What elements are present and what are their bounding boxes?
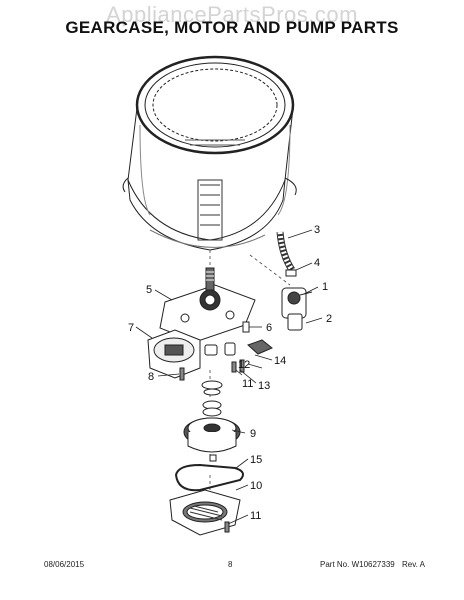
callout-4: 4: [314, 257, 320, 269]
footer-page: 8: [228, 560, 233, 569]
callout-13: 13: [258, 380, 270, 392]
callout-6: 6: [266, 322, 272, 334]
belt-drawing: [174, 454, 245, 492]
small-parts-drawing: [179, 321, 273, 381]
footer-part-number: Part No. W10627339: [320, 560, 395, 569]
pump-drawing: [281, 287, 313, 331]
callout-3: 3: [314, 224, 320, 236]
footer-date: 08/06/2015: [44, 560, 85, 569]
clutch-drawing: [201, 380, 223, 417]
callout-12: 12: [238, 359, 250, 371]
callout-14: 14: [274, 355, 286, 367]
callout-numbers: 1 2 3 4 5 6 7 8 9 10 11 11 11 12 13 14 1…: [128, 224, 332, 522]
callout-5: 5: [146, 284, 152, 296]
callout-1: 1: [322, 281, 328, 293]
callout-8: 8: [148, 371, 154, 383]
tub-drawing: [122, 55, 297, 251]
callout-7: 7: [128, 322, 134, 334]
motor-drawing: [147, 329, 201, 379]
page-title: GEARCASE, MOTOR AND PUMP PARTS: [65, 18, 399, 37]
callout-11-b: 11: [250, 510, 261, 522]
pulley-drawing: [183, 417, 241, 453]
footer-revision: Rev. A: [402, 560, 425, 569]
drain-hose-drawing: [276, 231, 297, 277]
callout-2: 2: [326, 313, 332, 325]
callout-10: 10: [250, 480, 262, 492]
motor-pulley-drawing: [169, 489, 241, 536]
callout-11-a: 11: [242, 378, 253, 390]
callout-15: 15: [250, 454, 262, 466]
watermark-text: AppliancePartsPros.com: [106, 2, 358, 27]
leader-lines: [135, 229, 323, 525]
callout-9: 9: [250, 428, 256, 440]
